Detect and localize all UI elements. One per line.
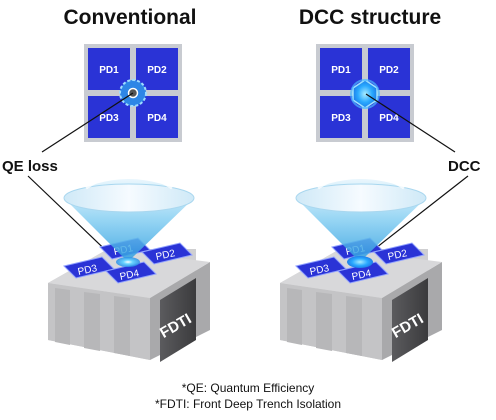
label-pd1: PD1 [331,65,351,76]
label-pd4: PD4 [379,113,399,124]
tile-label-pd4: PD4 [351,268,373,283]
title-conventional: Conventional [63,6,197,29]
pd2-tile [141,242,193,265]
tile-label-pd3: PD3 [77,263,99,278]
dcc-glow-ring-icon [350,79,380,109]
label-pd3: PD3 [99,113,119,124]
right-3d-structure: FDTI PD1 PD2 PD3 PD4 [280,172,442,362]
pd4-cell [136,96,178,138]
pd1-cell [88,48,130,90]
pd2-cell [136,48,178,90]
right-pixel-grid: PD1 PD2 PD3 PD4 [316,44,414,142]
callout-line-top [41,92,134,153]
tile-label-pd4: PD4 [119,268,141,283]
fdti-slab [160,278,196,362]
tile-label-pd3: PD3 [309,263,331,278]
footnote-fdti: *FDTI: Front Deep Trench Isolation [154,397,342,411]
lens-highlight [317,172,405,190]
label-pd3: PD3 [331,113,351,124]
dcc-focus-spot-icon [347,256,373,268]
block-stripe [114,296,130,356]
label-pd4: PD4 [147,113,167,124]
callout-qe-loss: QE loss [2,158,58,175]
label-pd2: PD2 [147,65,167,76]
microlens-top [295,183,427,213]
label-pd1: PD1 [99,65,119,76]
block-stripe [55,288,70,345]
fdti-slab [392,278,428,362]
lens-highlight [85,172,173,190]
label-pd2: PD2 [379,65,399,76]
footnotes: *QE: Quantum Efficiency *FDTI: Front Dee… [0,380,496,412]
callout-line-top [365,93,456,153]
block-stripe [346,296,362,356]
pd2-tile [373,242,425,265]
tile-label-pd2: PD2 [387,248,409,263]
focus-spot-icon [116,257,140,267]
block-stripe [84,292,100,351]
microlens-top [63,183,195,213]
callout-dcc: DCC [448,158,481,175]
left-3d-structure: FDTI PD1 PD2 PD3 PD4 [48,172,210,362]
block-stripe [287,288,302,345]
tile-label-pd2: PD2 [155,248,177,263]
title-dcc-structure: DCC structure [298,6,442,29]
block-stripe [316,292,332,351]
footnote-qe: *QE: Quantum Efficiency [181,381,315,395]
